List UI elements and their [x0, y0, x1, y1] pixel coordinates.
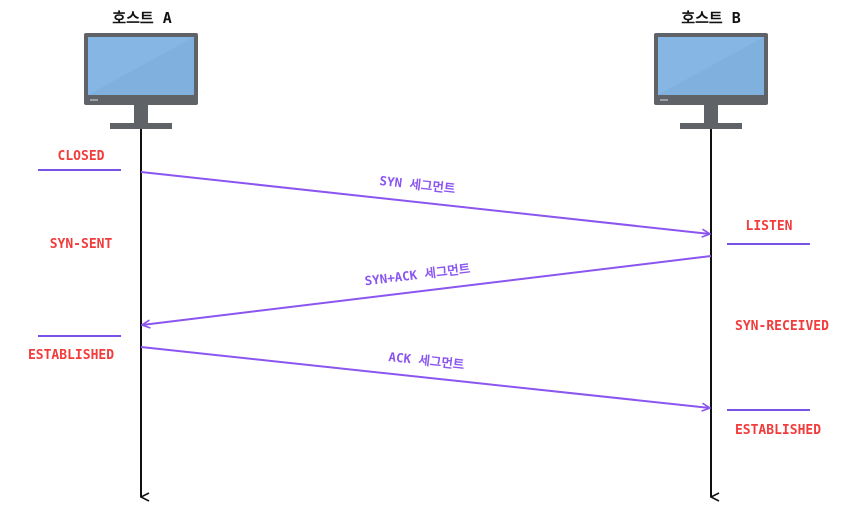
monitor-icon	[84, 33, 198, 129]
syn-ack-arrow	[142, 255, 712, 325]
state-a-syn-sent: SYN-SENT	[50, 237, 113, 252]
monitor-icon	[654, 33, 768, 129]
syn-ack-label: SYN+ACK 세그먼트	[364, 261, 472, 289]
state-b-established: ESTABLISHED	[735, 423, 821, 438]
host-a-title: 호스트 A	[112, 9, 171, 27]
syn-label: SYN 세그먼트	[379, 173, 457, 196]
host-b-title: 호스트 B	[681, 9, 740, 27]
state-b-listen: LISTEN	[746, 219, 793, 234]
syn-arrow	[140, 171, 710, 234]
state-b-syn-received: SYN-RECEIVED	[735, 319, 829, 334]
state-a-closed: CLOSED	[58, 149, 105, 164]
state-a-established: ESTABLISHED	[28, 348, 114, 363]
ack-label: ACK 세그먼트	[388, 349, 466, 372]
ack-arrow	[140, 346, 710, 408]
